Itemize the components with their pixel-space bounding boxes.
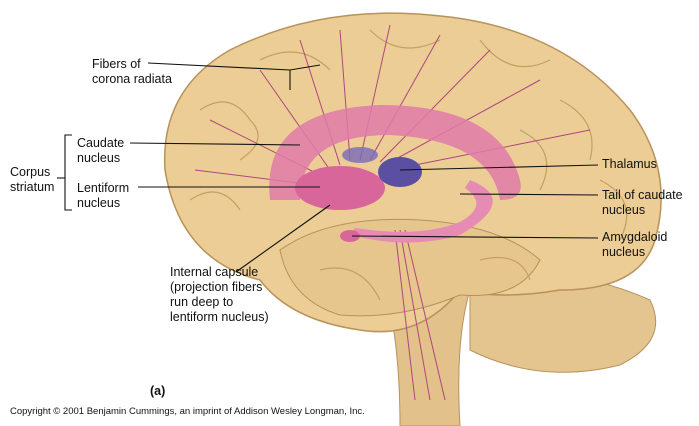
label-line: Lentiform xyxy=(77,181,130,195)
label-line: striatum xyxy=(10,180,55,194)
caudate-nucleus xyxy=(269,105,521,200)
label-corona-radiata: Fibers of corona radiata xyxy=(92,57,172,87)
label-line: nucleus xyxy=(77,196,121,210)
label-line: Thalamus xyxy=(602,157,657,171)
label-line: Amygdaloid xyxy=(602,230,668,244)
label-line: (projection fibers xyxy=(170,280,263,294)
gyri-lines xyxy=(189,29,628,301)
leader-lines xyxy=(57,62,599,273)
label-caudate-nucleus: Caudate nucleus xyxy=(77,136,124,166)
label-amygdaloid-nucleus: Amygdaloid nucleus xyxy=(602,230,667,260)
copyright-notice: Copyright © 2001 Benjamin Cummings, an i… xyxy=(10,406,365,417)
label-corpus-striatum: Corpus striatum xyxy=(10,165,54,195)
label-line: Tail of caudate xyxy=(602,188,683,202)
label-line: nucleus xyxy=(77,151,121,165)
panel-label: (a) xyxy=(150,384,166,398)
amygdaloid-nucleus xyxy=(340,230,360,242)
label-line: Corpus xyxy=(10,165,51,179)
temporal-lobe xyxy=(279,218,541,317)
thalamus xyxy=(378,157,422,187)
label-line: Fibers of xyxy=(92,57,141,71)
label-thalamus: Thalamus xyxy=(602,157,657,172)
corona-radiata-fibers xyxy=(194,24,591,401)
tail-of-caudate xyxy=(350,180,493,243)
lentiform-nucleus xyxy=(295,166,385,210)
label-line: run deep to xyxy=(170,295,234,309)
label-line: Internal capsule xyxy=(170,265,259,279)
label-line: lentiform nucleus) xyxy=(170,310,269,324)
label-line: corona radiata xyxy=(92,72,172,86)
label-line: nucleus xyxy=(602,245,646,259)
label-lentiform-nucleus: Lentiform nucleus xyxy=(77,181,129,211)
label-line: nucleus xyxy=(602,203,646,217)
label-internal-capsule: Internal capsule (projection fibers run … xyxy=(170,265,269,325)
label-line: Caudate xyxy=(77,136,125,150)
label-tail-of-caudate: Tail of caudate nucleus xyxy=(602,188,683,218)
